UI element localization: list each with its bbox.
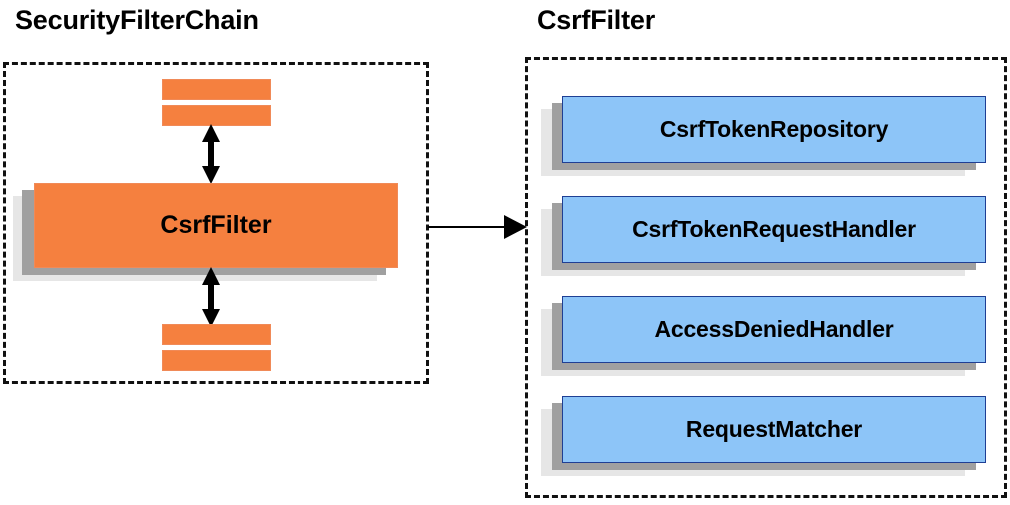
node-csrffilter[interactable]: CsrfFilter <box>34 183 398 268</box>
filter-bar-top-2 <box>162 105 271 126</box>
node-requestmatcher[interactable]: RequestMatcher <box>562 396 986 463</box>
bidirectional-arrow-bottom-icon <box>202 267 220 327</box>
bidirectional-arrow-top-icon <box>202 124 220 184</box>
csrffilter-detail-panel <box>525 57 1007 498</box>
node-csrftokenrequesthandler[interactable]: CsrfTokenRequestHandler <box>562 196 986 263</box>
node-csrftokenrepository[interactable]: CsrfTokenRepository <box>562 96 986 163</box>
left-panel-title: SecurityFilterChain <box>15 5 259 35</box>
filter-bar-bottom-1 <box>162 324 271 345</box>
csrffilter-to-detail-arrow-icon <box>428 215 527 239</box>
security-filter-chain-panel <box>3 62 429 384</box>
right-panel-title: CsrfFilter <box>537 5 656 35</box>
filter-bar-bottom-2 <box>162 350 271 371</box>
node-accessdeniedhandler[interactable]: AccessDeniedHandler <box>562 296 986 363</box>
filter-bar-top-1 <box>162 79 271 100</box>
